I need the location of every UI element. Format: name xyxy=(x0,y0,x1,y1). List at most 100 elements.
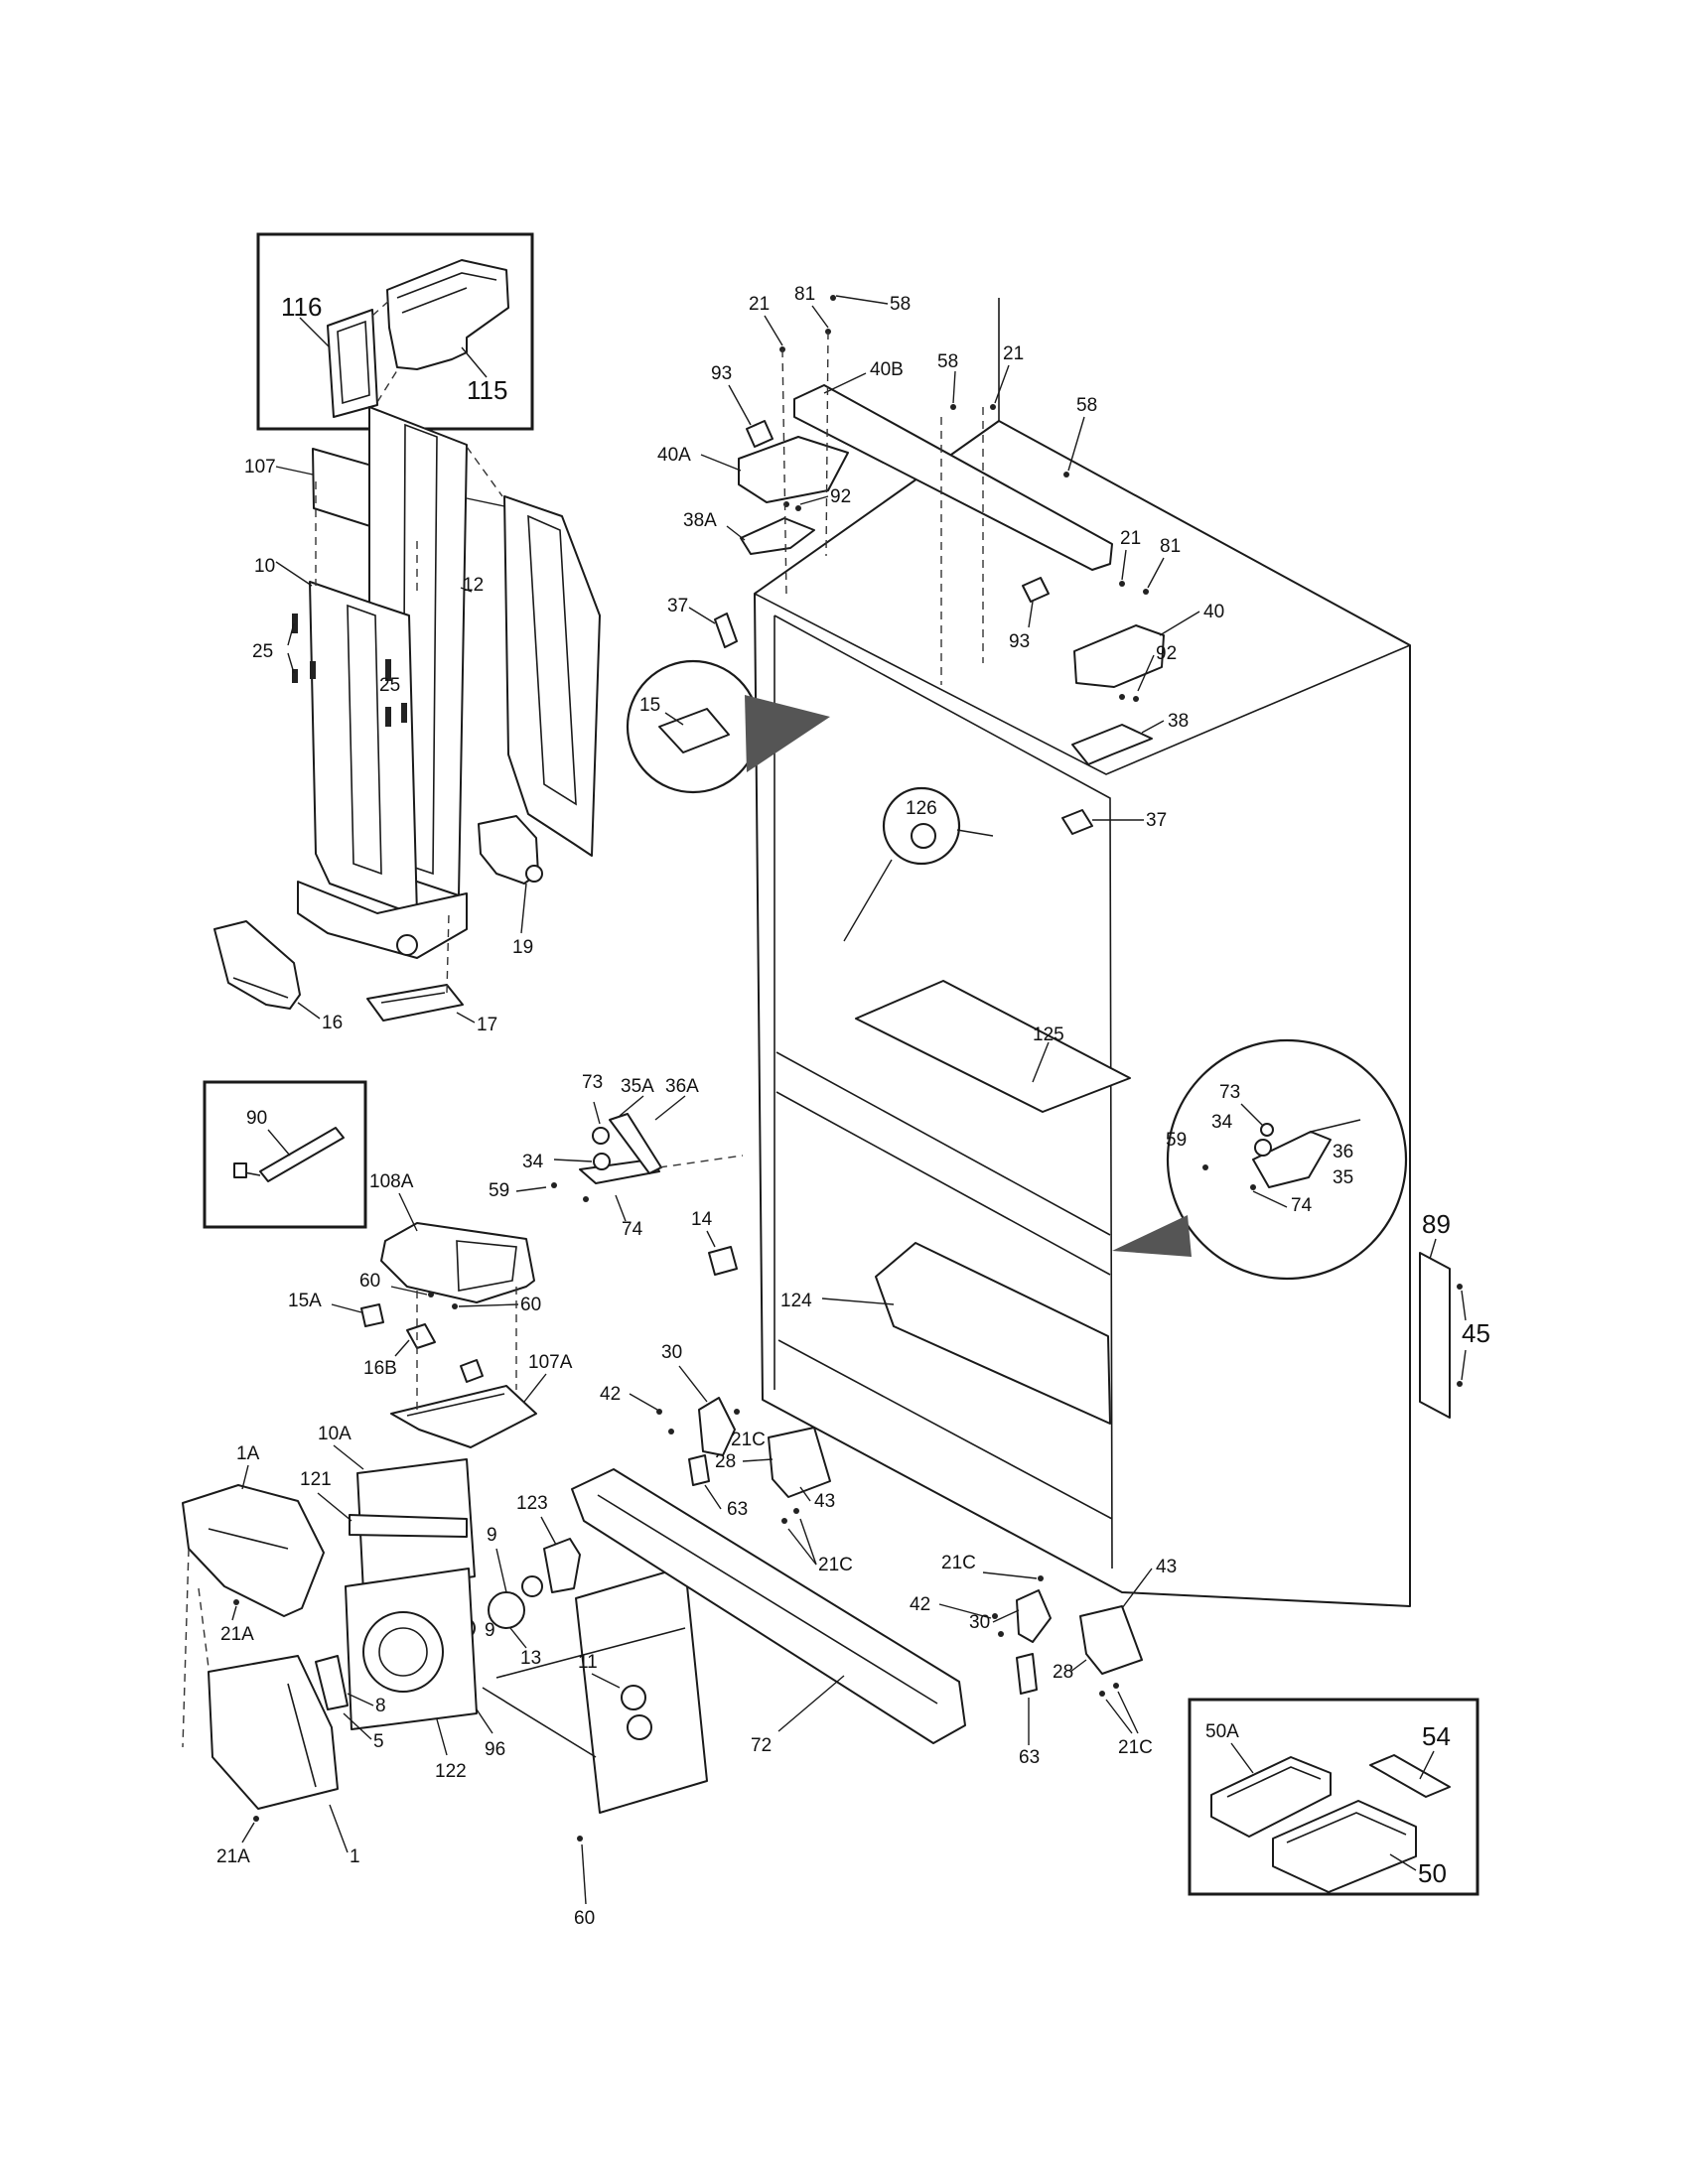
label-121: 121 xyxy=(300,1469,332,1490)
label-38: 38 xyxy=(1168,711,1189,732)
label-43-right: 43 xyxy=(1156,1557,1177,1577)
label-74-right: 74 xyxy=(1291,1195,1313,1216)
part-28-hinge-right xyxy=(1079,1605,1143,1675)
lower-hinge-right: 21C 42 30 28 63 43 21C xyxy=(910,1553,1177,1768)
part-38a-hinge xyxy=(740,517,815,555)
label-35a: 35A xyxy=(621,1076,654,1097)
label-12: 12 xyxy=(463,575,484,596)
part-93-spacer-right xyxy=(1022,577,1050,603)
part-38-hinge-right xyxy=(1071,724,1153,765)
label-21c-b: 21C xyxy=(818,1555,853,1575)
label-45: 45 xyxy=(1462,1318,1490,1348)
label-30-left: 30 xyxy=(661,1342,682,1363)
label-42-left: 42 xyxy=(600,1384,621,1405)
label-1: 1 xyxy=(350,1846,360,1867)
label-122: 122 xyxy=(435,1761,467,1782)
label-125: 125 xyxy=(1033,1024,1064,1045)
part-123-bracket xyxy=(543,1538,581,1593)
label-60-c: 60 xyxy=(574,1908,595,1929)
label-96: 96 xyxy=(485,1739,505,1760)
label-35: 35 xyxy=(1333,1167,1353,1188)
part-30-bracket-right xyxy=(1016,1589,1052,1643)
label-59-left: 59 xyxy=(489,1180,509,1201)
label-50a: 50A xyxy=(1205,1721,1239,1742)
part-89-side-panel xyxy=(1419,1252,1451,1419)
part-30-bracket-left xyxy=(698,1397,736,1456)
label-73-left: 73 xyxy=(582,1072,603,1093)
label-115: 115 xyxy=(467,375,507,405)
part-50a-bin-lid xyxy=(1210,1756,1332,1838)
label-16: 16 xyxy=(322,1013,343,1033)
cabinet-body: 125 124 37 37 126 15 xyxy=(626,298,1411,1607)
part-63-leveler-left xyxy=(688,1454,710,1486)
label-126: 126 xyxy=(906,798,937,819)
label-73-right: 73 xyxy=(1219,1082,1240,1103)
label-59-right: 59 xyxy=(1166,1130,1187,1151)
part-90-heater xyxy=(259,1127,345,1182)
label-25-left: 25 xyxy=(252,641,273,662)
part-40-hinge-cover-right xyxy=(1073,624,1165,688)
part-37-stop-left xyxy=(714,613,738,648)
part-93-spacer-left xyxy=(746,420,774,448)
label-40b: 40B xyxy=(870,359,904,380)
part-40a-hinge-cover xyxy=(738,436,849,503)
kick-plate: 72 xyxy=(571,1468,966,1756)
label-63-right: 63 xyxy=(1019,1747,1040,1768)
label-40: 40 xyxy=(1203,602,1224,622)
part-15-light-cover xyxy=(658,708,730,753)
part-125-shelf xyxy=(855,980,1131,1113)
dispenser-lower-assembly: 1A 21A 10A 121 123 9 9 13 11 xyxy=(182,1424,708,1929)
label-10a: 10A xyxy=(318,1424,352,1444)
label-9-bottom: 9 xyxy=(485,1620,495,1641)
label-21c-d: 21C xyxy=(1118,1737,1153,1758)
label-40a: 40A xyxy=(657,445,691,466)
part-15a-bulb xyxy=(360,1303,384,1327)
part-10-front-liner xyxy=(309,581,418,916)
part-16b-socket xyxy=(406,1323,436,1349)
label-34-left: 34 xyxy=(522,1152,544,1172)
label-116: 116 xyxy=(281,292,322,322)
label-30-right: 30 xyxy=(969,1612,990,1633)
label-93-right: 93 xyxy=(1009,631,1030,652)
part-16-deflector xyxy=(213,920,301,1010)
label-89: 89 xyxy=(1422,1209,1451,1239)
right-hinge-detail: 73 34 59 36 74 35 xyxy=(1112,1038,1408,1281)
part-1a-cover xyxy=(182,1484,325,1617)
part-115-container xyxy=(386,259,509,370)
label-92-right: 92 xyxy=(1156,643,1177,664)
label-92-top: 92 xyxy=(830,486,851,507)
dispenser-housing-assembly: 108A 60 60 15A 16B 107A xyxy=(288,1171,573,1448)
part-116-gasket xyxy=(327,309,378,418)
part-96-grille xyxy=(482,1687,597,1758)
label-124: 124 xyxy=(780,1291,812,1311)
part-8-lever xyxy=(315,1655,349,1710)
part-ice-bucket-base xyxy=(297,881,468,959)
label-58-a: 58 xyxy=(890,294,911,315)
label-21-top-c: 21 xyxy=(1120,528,1141,549)
label-21a-top: 21A xyxy=(220,1624,254,1645)
label-81-right: 81 xyxy=(1160,536,1181,557)
label-16b: 16B xyxy=(363,1358,397,1379)
label-81-top: 81 xyxy=(794,284,815,305)
label-15a: 15A xyxy=(288,1291,322,1311)
label-1a: 1A xyxy=(236,1443,260,1464)
label-21-top-a: 21 xyxy=(749,294,770,315)
part-40b-top-cover xyxy=(793,384,1113,571)
part-54-rail xyxy=(1369,1754,1451,1798)
label-21c-a: 21C xyxy=(731,1430,766,1450)
label-21-top-b: 21 xyxy=(1003,343,1024,364)
label-5: 5 xyxy=(373,1731,384,1752)
left-hinge-assembly: 73 34 35A 36A 59 74 xyxy=(489,1072,744,1240)
part-14-clip xyxy=(708,1246,738,1276)
label-25-right: 25 xyxy=(379,675,400,696)
cabinet-outline xyxy=(754,420,1411,1607)
label-60-a: 60 xyxy=(359,1271,380,1292)
label-34-right: 34 xyxy=(1211,1112,1233,1133)
label-123: 123 xyxy=(516,1493,548,1514)
label-50: 50 xyxy=(1418,1858,1447,1888)
part-14-clip-group: 14 xyxy=(691,1209,738,1276)
label-14: 14 xyxy=(691,1209,713,1230)
label-17: 17 xyxy=(477,1015,497,1035)
part-107a-cover xyxy=(390,1385,537,1448)
part-124-pan xyxy=(875,1242,1111,1425)
